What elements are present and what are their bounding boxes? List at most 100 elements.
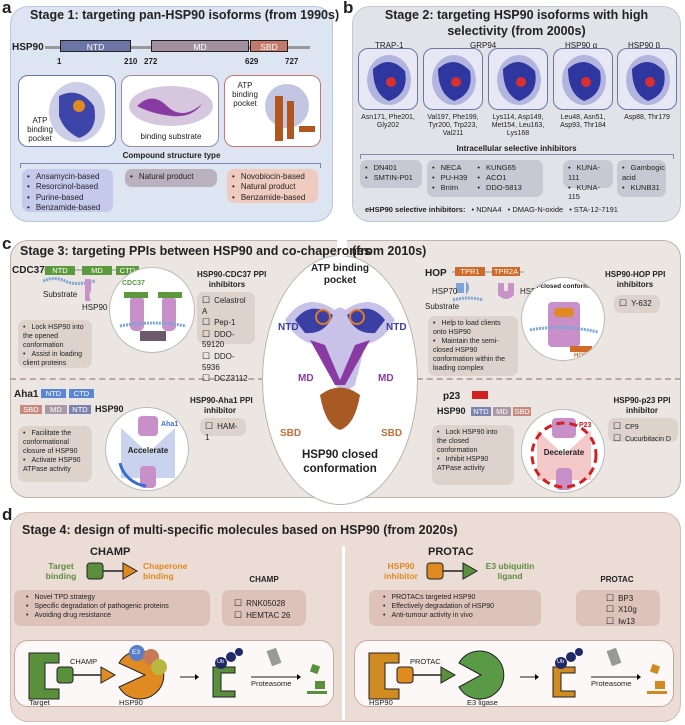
protein-structure-icon xyxy=(562,55,606,105)
md-label-left: MD xyxy=(298,373,314,384)
residue-line: Asp88, Thr179 xyxy=(624,114,670,121)
md-structure-text: binding substrate xyxy=(140,132,202,141)
hop-mechanism: semi-closed conformation HOP xyxy=(521,277,605,361)
ntd-structure-text: ATP binding pocket xyxy=(27,116,53,144)
hsp90-ntd: NTD xyxy=(471,407,491,416)
protac-bullets: PROTACs targeted HSP90Effectively degrad… xyxy=(369,590,541,626)
proteasome-label: Proteasome xyxy=(591,679,632,688)
sbd-structure: ATP binding pocket xyxy=(224,75,321,147)
atp-pocket-label-2: pocket xyxy=(323,275,357,286)
decelerate-cycle-icon xyxy=(530,418,598,490)
hsp90a-inhibitors: KUNA-111KUNA-115 xyxy=(563,160,613,201)
hop-label: HOP xyxy=(425,268,447,279)
ehsp90-title: eHSP90 selective inhibitors: xyxy=(365,205,466,214)
cdc37-tag: CDC37 xyxy=(122,280,145,287)
semi-closed-label: semi-closed conformation xyxy=(523,283,605,290)
list-item: Purine-based xyxy=(27,193,108,203)
protac-heading: PROTAC xyxy=(428,546,474,558)
sbd-label-right: SBD xyxy=(381,428,403,439)
isoform-residues: Asn171, Phe201,Gly202 xyxy=(354,114,422,130)
p23-tag: P23 xyxy=(579,422,592,429)
bracket xyxy=(20,163,321,168)
list-item: Resorcinol-based xyxy=(27,182,108,192)
list-item: • NDNA4 xyxy=(471,205,502,214)
p23-inh-title-2: inhibitor xyxy=(626,406,658,415)
champ-bullets: Novel TPD strategySpecific degradation o… xyxy=(14,590,210,626)
list-item: • DMAG-N-oxide xyxy=(507,205,564,214)
e3-ligand-label: E3 ubiquitin ligand xyxy=(485,561,535,581)
domain-md: MD xyxy=(151,40,249,52)
pos-272: 272 xyxy=(144,57,158,66)
residue-line: Tyr200, Trp223, xyxy=(428,122,478,130)
panel-label-b: b xyxy=(343,0,354,17)
chaperone-binding-label: Chaperone binding xyxy=(143,561,188,581)
residue-line: Asn171, Phe201, xyxy=(361,114,415,121)
hop-tpr2a: TPR2A xyxy=(492,267,520,276)
list-item: Lock HSP90 into the opened conformation xyxy=(23,323,87,350)
title-gap xyxy=(337,236,347,256)
list-item: Natural product xyxy=(130,172,212,182)
bracket xyxy=(360,154,674,159)
ntd-structure: ATP binding pocket xyxy=(18,75,116,147)
isoform-structure xyxy=(358,48,418,110)
ehsp90-inhibitor: STA-12-7191 xyxy=(573,205,618,214)
accelerate-cycle-icon xyxy=(118,416,175,488)
stage3-title: Stage 3: targeting PPIs between HSP90 an… xyxy=(20,244,371,258)
ub-label: Ub xyxy=(557,659,565,665)
sbd-compound-list: Novobiocin-basedNatural productBenzamide… xyxy=(227,169,318,203)
champ-molecule-icon xyxy=(86,562,139,580)
list-item: Ansamycin-based xyxy=(27,172,108,182)
residue-line: Val211 xyxy=(442,130,464,138)
protac-linker-label: PROTAC xyxy=(410,657,441,666)
stage2-title-line1: Stage 2: targeting HSP90 isoforms with h… xyxy=(384,8,649,22)
hop-inh-title-1: HSP90-HOP PPI xyxy=(605,270,666,279)
proteasome-label: Proteasome xyxy=(251,679,292,688)
cdc37-md: MD xyxy=(82,266,112,275)
protein-structure-icon xyxy=(432,55,476,105)
pos-1: 1 xyxy=(57,57,62,66)
list-item: Assist in loading client proteins xyxy=(23,350,87,368)
hsp90-sbd: SBD xyxy=(513,407,531,416)
trap1-inhibitors: DN401SMTIN-P01 xyxy=(360,160,422,188)
champ-list-title: CHAMP xyxy=(249,575,279,584)
list-item: KUNB31 xyxy=(622,183,661,193)
list-item: Benzamide-based xyxy=(232,193,313,203)
residue-line: Asp93, Thr184 xyxy=(560,122,606,130)
list-item: Gambogic acid xyxy=(622,163,665,183)
e3-ligase-label: E3 ligase xyxy=(467,698,498,707)
list-item: DN401 xyxy=(365,163,417,173)
aha1-bullets: Facilitate the conformational closure of… xyxy=(18,426,92,482)
p23-label: p23 xyxy=(443,391,461,402)
isoform-residues: Asp88, Thr179 xyxy=(613,114,681,122)
isoform-hsp90b: HSP90 β xyxy=(628,41,661,50)
divider xyxy=(342,546,345,720)
aha1-ctd: CTD xyxy=(69,389,94,398)
list-item: DDO-5936 xyxy=(202,351,250,373)
protac-degradation-scheme-icon xyxy=(368,647,667,700)
list-item: DDO-59120 xyxy=(202,329,250,351)
hsp90-label: HSP90 xyxy=(12,42,44,53)
list-item: HAM-1 xyxy=(205,421,241,443)
list-item: Maintain the semi-closed HSP90 conformat… xyxy=(433,337,513,373)
hsp90-closed-structure-icon xyxy=(285,302,395,430)
domain-ntd: NTD xyxy=(60,40,131,52)
aha1-tag: Aha1 xyxy=(161,421,179,428)
p23-bullets: Lock HSP90 into the closed conformationI… xyxy=(432,425,514,485)
aha1-inhibitors: HAM-1 xyxy=(200,418,246,442)
cdc37-inh-title-2: inhibitors xyxy=(208,280,246,289)
list-item: BP3 xyxy=(606,593,660,604)
list-item: X10g xyxy=(606,604,660,615)
compound-type-title: Compound structure type xyxy=(122,151,221,160)
residue-line: Met154, Leu163, xyxy=(491,122,545,130)
isoform-residues: Leu48, Asn51,Asp93, Thr184 xyxy=(549,114,617,130)
md-compound-list: Natural product xyxy=(125,169,217,187)
p23-hsp90-label: HSP90 xyxy=(437,406,466,416)
list-item: Benzamide-based xyxy=(27,203,108,213)
isoform-hsp90a: HSP90 α xyxy=(565,41,598,50)
list-item: Specific degradation of pathogenic prote… xyxy=(26,602,205,611)
list-item: Avoiding drug resistance xyxy=(26,611,205,620)
isoform-structure xyxy=(488,48,548,110)
isoform-structure xyxy=(553,48,613,110)
aha1-label: Aha1 xyxy=(14,389,39,400)
cdc37-mechanism: CDC37 xyxy=(109,267,195,353)
